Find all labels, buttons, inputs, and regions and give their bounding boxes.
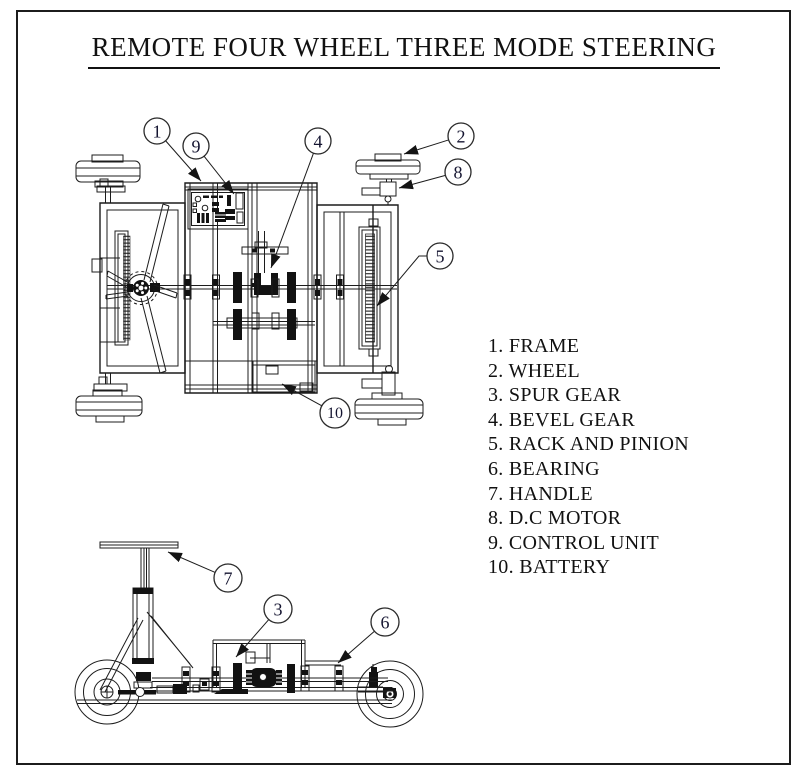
callout-balloon-10 bbox=[320, 398, 350, 428]
callout-leader-7 bbox=[168, 552, 215, 572]
callout-leader-1 bbox=[166, 141, 201, 181]
callout-balloon-3 bbox=[264, 595, 292, 623]
callout-number-10: 10 bbox=[327, 405, 343, 422]
legend-item: 10. BATTERY bbox=[488, 556, 611, 579]
wheel-top-left bbox=[76, 155, 140, 203]
control-unit bbox=[188, 189, 248, 229]
legend-item: 6. BEARING bbox=[488, 457, 600, 480]
callout-leader-3 bbox=[236, 620, 269, 657]
callout-balloon-9 bbox=[183, 133, 209, 159]
callout-leader-6 bbox=[338, 631, 374, 663]
callout-balloon-4 bbox=[305, 128, 331, 154]
page-title: REMOTE FOUR WHEEL THREE MODE STEERING bbox=[16, 32, 792, 69]
legend-item: 4. BEVEL GEAR bbox=[488, 408, 636, 431]
wheel-bottom-left bbox=[76, 373, 142, 422]
callout-number-8: 8 bbox=[454, 163, 463, 183]
wheel-top-right bbox=[356, 154, 420, 205]
battery bbox=[253, 361, 315, 392]
callout-number-4: 4 bbox=[314, 132, 323, 152]
rack-and-pinion bbox=[359, 219, 380, 356]
bearings-side bbox=[182, 666, 343, 692]
handle bbox=[100, 542, 193, 692]
page-border bbox=[16, 10, 791, 765]
page-title-text: REMOTE FOUR WHEEL THREE MODE STEERING bbox=[87, 32, 721, 69]
legend-item: 3. SPUR GEAR bbox=[488, 384, 622, 407]
wheel-bottom-right bbox=[355, 366, 423, 426]
legend-item: 9. CONTROL UNIT bbox=[488, 531, 659, 554]
callout-leader-2 bbox=[404, 140, 449, 155]
callout-balloon-2 bbox=[448, 123, 474, 149]
callout-number-3: 3 bbox=[274, 600, 283, 620]
callout-number-9: 9 bbox=[192, 137, 201, 157]
spur-gear-side bbox=[214, 663, 295, 694]
callout-annotations: 1 9 4 2 8 5 10 7 3 6 bbox=[144, 118, 474, 663]
callout-number-2: 2 bbox=[457, 127, 466, 147]
callout-leader-5 bbox=[377, 256, 427, 306]
legend-item: 7. HANDLE bbox=[488, 482, 593, 505]
callout-number-1: 1 bbox=[153, 122, 162, 142]
callout-number-7: 7 bbox=[224, 569, 233, 589]
steering-pinion-fan bbox=[106, 204, 177, 373]
legend-item: 8. D.C MOTOR bbox=[488, 507, 622, 530]
wheel-side-right bbox=[357, 661, 423, 727]
callout-balloon-7 bbox=[214, 564, 242, 592]
callout-number-5: 5 bbox=[436, 247, 445, 267]
side-view-drawing bbox=[75, 542, 423, 727]
spur-gears-top-view bbox=[233, 272, 296, 340]
legend-item: 1. FRAME bbox=[488, 335, 580, 357]
callout-leader-9 bbox=[204, 156, 234, 194]
axle-bearings bbox=[184, 275, 344, 299]
top-view-drawing bbox=[76, 154, 423, 425]
callout-leader-10 bbox=[282, 384, 322, 406]
callout-number-6: 6 bbox=[381, 613, 390, 633]
legend-item: 2. WHEEL bbox=[488, 359, 581, 382]
callout-balloon-6 bbox=[371, 608, 399, 636]
callout-leader-8 bbox=[399, 175, 445, 190]
legend-item: 5. RACK AND PINION bbox=[488, 433, 689, 456]
callout-leader-4 bbox=[271, 153, 313, 268]
callout-balloon-8 bbox=[445, 159, 471, 185]
callout-balloon-1 bbox=[144, 118, 170, 144]
callout-balloon-5 bbox=[427, 243, 453, 269]
